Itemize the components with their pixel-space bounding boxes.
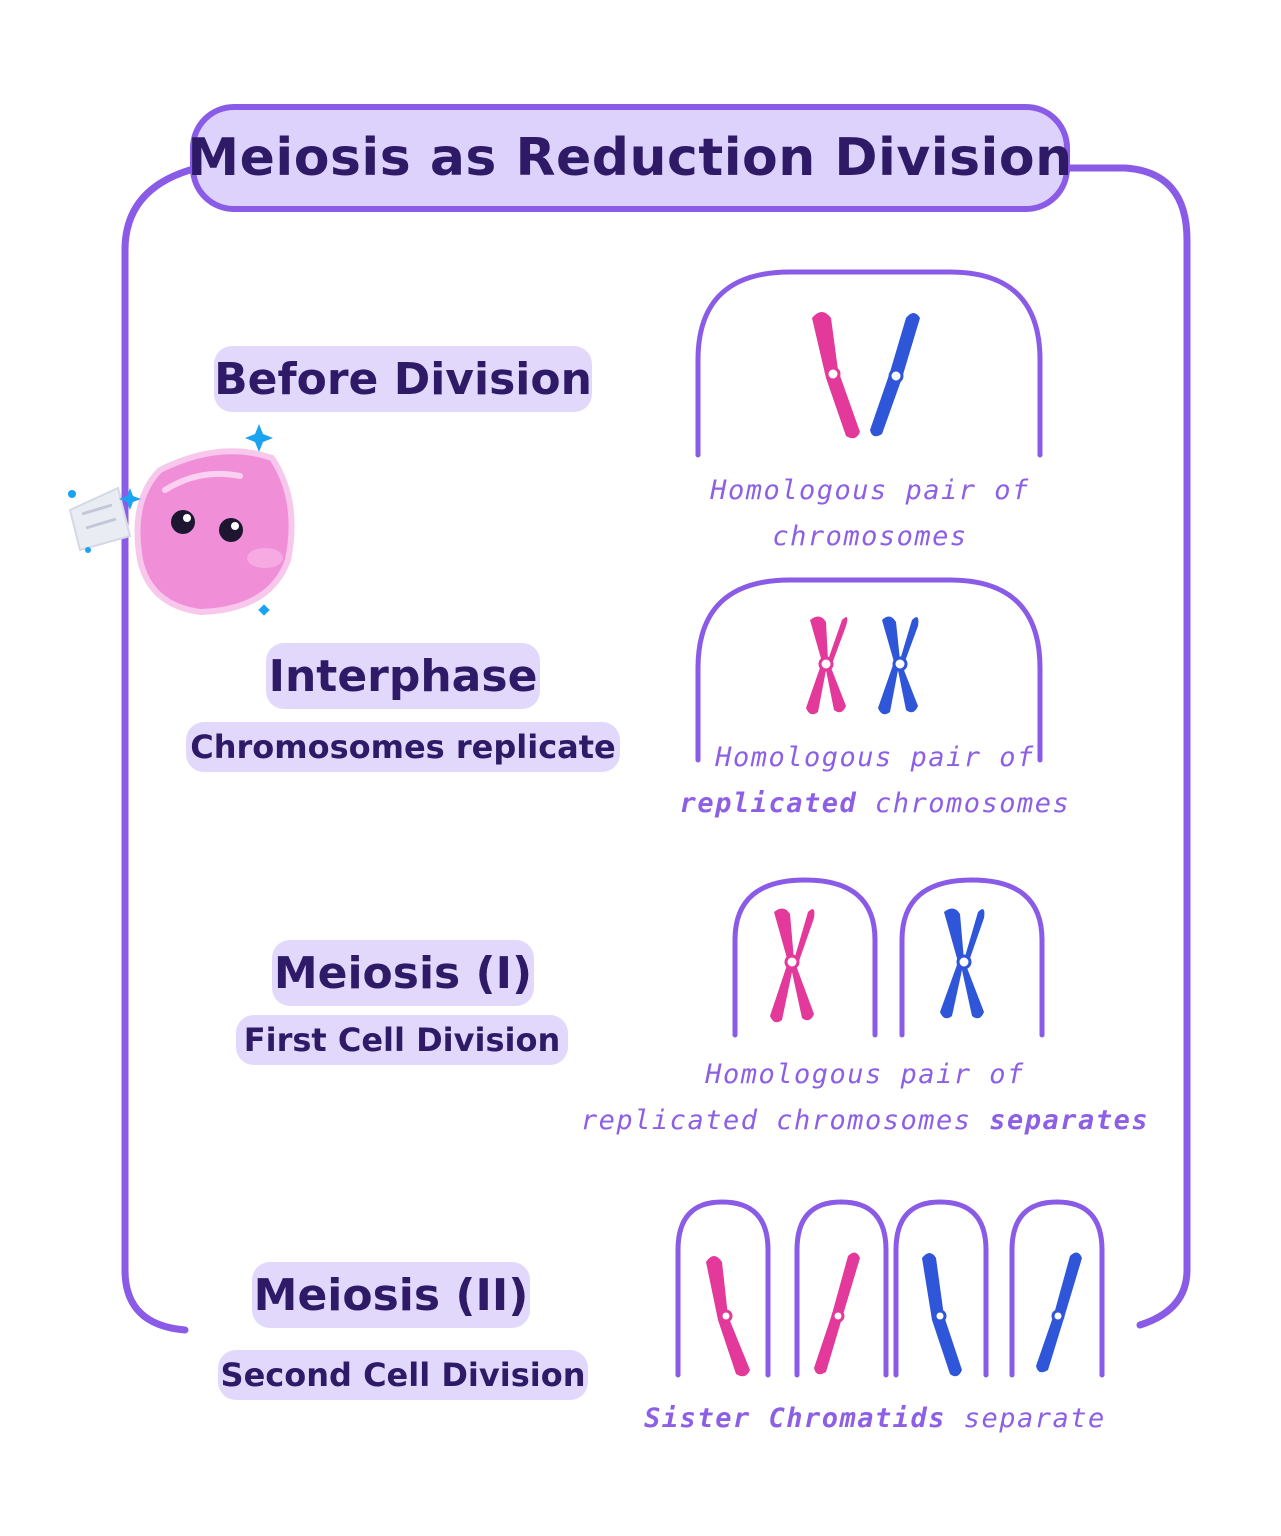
caption-meiosis2: Sister Chromatids separate bbox=[620, 1396, 1130, 1442]
chromosome-pink-meiosis1 bbox=[770, 908, 815, 1023]
chromosome-blue-meiosis1 bbox=[940, 908, 985, 1019]
cell-arch-meiosis1-right bbox=[899, 877, 1045, 1038]
stage-meiosis1-title: Meiosis (I) bbox=[272, 940, 534, 1006]
caption-emphasis: separates bbox=[989, 1105, 1150, 1136]
chromatid-pink-2 bbox=[814, 1252, 860, 1375]
page-title: Meiosis as Reduction Division bbox=[187, 128, 1073, 188]
sparkle-icon bbox=[68, 424, 273, 616]
caption-line: Homologous pair of bbox=[710, 475, 1030, 506]
caption-line: Homologous pair of bbox=[715, 742, 1035, 773]
caption-before-division: Homologous pair of chromosomes bbox=[660, 468, 1080, 560]
stage-meiosis2-title: Meiosis (II) bbox=[252, 1262, 530, 1328]
cell-arch-meiosis2-2 bbox=[794, 1199, 889, 1378]
caption-meiosis1: Homologous pair of replicated chromosome… bbox=[560, 1052, 1170, 1144]
cell-arch-meiosis2-3 bbox=[893, 1199, 989, 1378]
title-badge: Meiosis as Reduction Division bbox=[187, 104, 1073, 212]
caption-emphasis: replicated bbox=[679, 788, 858, 819]
cell-arch-meiosis2-4 bbox=[1009, 1199, 1105, 1378]
caption-emphasis: Sister Chromatids bbox=[644, 1403, 947, 1434]
chromatid-blue-1 bbox=[922, 1253, 962, 1377]
cell-arch-meiosis1-left bbox=[732, 877, 878, 1038]
cell-arch-meiosis2-1 bbox=[675, 1199, 771, 1378]
caption-line: replicated chromosomes separates bbox=[560, 1098, 1170, 1144]
chromosome-blue-single bbox=[870, 313, 920, 437]
caption-line: Homologous pair of bbox=[705, 1059, 1025, 1090]
cell-arch-interphase bbox=[695, 577, 1043, 763]
caption-interphase: Homologous pair of replicated chromosome… bbox=[640, 735, 1110, 827]
caption-text: replicated chromosomes bbox=[580, 1105, 990, 1136]
outer-frame bbox=[121, 166, 194, 1334]
stage-meiosis1-subtitle: First Cell Division bbox=[236, 1015, 568, 1065]
caption-line: chromosomes bbox=[772, 521, 968, 552]
caption-line: replicated chromosomes bbox=[640, 781, 1110, 827]
caption-text: chromosomes bbox=[857, 788, 1071, 819]
cell-arch-before-division bbox=[695, 269, 1043, 458]
outer-frame-right bbox=[1066, 164, 1191, 1329]
chromosome-pink-replicated bbox=[806, 616, 848, 715]
chromatid-pink-1 bbox=[706, 1256, 750, 1377]
chromosome-pink-single bbox=[812, 312, 860, 439]
stage-meiosis2-subtitle: Second Cell Division bbox=[218, 1350, 588, 1400]
stage-interphase-subtitle: Chromosomes replicate bbox=[186, 722, 620, 772]
pink-cell-mascot-icon bbox=[68, 448, 295, 616]
chromosome-blue-replicated bbox=[878, 616, 919, 715]
caption-line: Sister Chromatids separate bbox=[620, 1396, 1130, 1442]
stage-interphase-title: Interphase bbox=[266, 643, 540, 709]
stage-before-division-title: Before Division bbox=[214, 346, 592, 412]
caption-text: separate bbox=[946, 1403, 1106, 1434]
chromatid-blue-2 bbox=[1036, 1252, 1082, 1373]
